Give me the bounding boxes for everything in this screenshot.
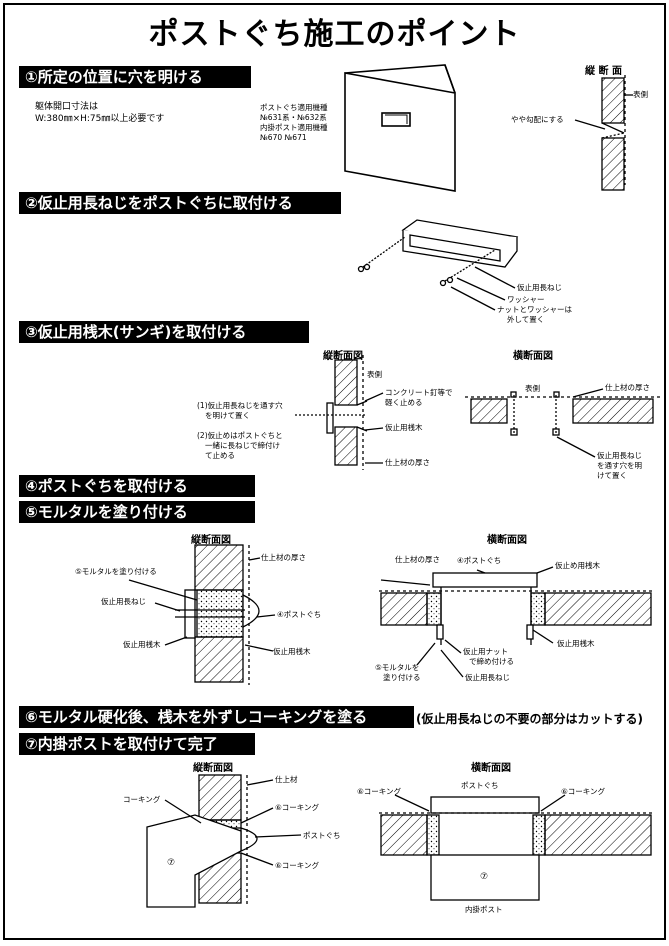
section5-batten-left-label: 仮止用桟木 (123, 640, 161, 649)
slope-label: やや勾配にする (511, 115, 564, 124)
note2-line1: (2)仮止めはポストぐちと (197, 431, 283, 440)
section3-h-batten-line3: けて置く (597, 471, 627, 480)
models-line1: ポストぐち適用機種 (260, 103, 328, 112)
step-3-bar: ③仮止用桟木(サンギ)を取付ける (19, 321, 309, 343)
section7-h-caulking-left-label: ⑥コーキング (357, 787, 401, 796)
section3-finish-label: 仕上材の厚さ (385, 458, 430, 467)
section7-vertical-figure (146, 774, 302, 908)
section7-caulking-6a-label: ⑥コーキング (275, 803, 319, 812)
models-line2: №631系・№632系 (260, 113, 327, 122)
section7-horizontal-title: 横断面図 (471, 763, 511, 774)
section3-horizontal-figure (465, 388, 660, 458)
wall-panel-figure (344, 64, 456, 192)
section1-vertical-title: 縦 断 面 (585, 66, 622, 77)
step-2-bar: ②仮止用長ねじをポストぐちに取付ける (19, 192, 341, 214)
section7-caulking-6b-label: ⑥コーキング (275, 861, 319, 870)
section5-vertical-title: 縦断面図 (191, 535, 231, 546)
note1-line1: (1)仮止用長ねじを通す穴 (197, 401, 283, 410)
models-line4: №670 №671 (260, 133, 307, 142)
bolt-label: 仮止用長ねじ (517, 283, 562, 292)
section3-h-finish-label: 仕上材の厚さ (605, 383, 650, 392)
note2-line2: 一緒に長ねじで締付け (205, 441, 280, 450)
step-4-bar: ④ポストぐちを取付ける (19, 475, 255, 497)
section5-h-batten-bottom-label: 仮止用桟木 (557, 639, 595, 648)
section3-h-outside-label: 表側 (525, 384, 540, 393)
nail-label-line1: コンクリート釘等で (385, 388, 453, 397)
section7-h-postguchi-label: ポストぐち (461, 781, 499, 790)
section5-h-nut-line1: 仮止用ナット (463, 647, 508, 656)
section5-vertical-figure (128, 544, 276, 685)
nail-label-line2: 軽く止める (385, 398, 423, 407)
section7-finish-label: 仕上材 (275, 775, 298, 784)
section5-h-mortar-line1: ⑤モルタルを (375, 663, 420, 672)
section5-h-nut-line2: で締め付ける (469, 657, 514, 666)
section7-postguchi-label: ポストぐち (303, 831, 341, 840)
section7-horizontal-figure (379, 794, 655, 901)
section7-caulking-label: コーキング (123, 795, 161, 804)
section3-vertical-figure (295, 355, 384, 470)
page-title: ポストぐち施工のポイント (148, 17, 521, 52)
opening-size-line1: 躯体開口寸法は (35, 102, 99, 112)
step-7-bar: ⑦内掛ポストを取付けて完了 (19, 733, 255, 755)
illustrations (128, 64, 660, 908)
section3-h-batten-line1: 仮止用長ねじ (597, 451, 642, 460)
section5-postguchi-label: ④ポストぐち (277, 610, 322, 619)
section7-h-post-number: ⑦ (480, 872, 489, 882)
section3-h-batten-line2: を通す穴を明 (597, 461, 642, 470)
section3-vertical-title: 縦断面図 (323, 351, 363, 362)
section5-finish-label: 仕上材の厚さ (261, 553, 306, 562)
section1-outside-label: 表側 (633, 90, 648, 99)
section5-h-bolt-label: 仮止用長ねじ (465, 673, 510, 682)
section3-horizontal-title: 横断面図 (513, 351, 553, 362)
step-1-bar: ①所定の位置に穴を明ける (19, 66, 251, 88)
note1-line2: を明けて置く (205, 411, 250, 420)
section5-bolt-label: 仮止用長ねじ (101, 597, 146, 606)
opening-size-line2: W:380㎜×H:75㎜以上必要です (35, 114, 165, 124)
section7-vertical-title: 縦断面図 (193, 763, 233, 774)
section5-mortar-label: ⑤モルタルを塗り付ける (75, 567, 157, 576)
section5-horizontal-figure (379, 566, 655, 678)
nut-washer-label-line2: 外して置く (507, 315, 545, 324)
postguchi-bolt-figure (357, 219, 519, 311)
note2-line3: て止める (205, 451, 235, 460)
section1-vertical-figure (574, 75, 633, 191)
step-6-bar: ⑥モルタル硬化後、桟木を外ずしコーキングを塗る (19, 706, 414, 728)
page: ポストぐち施工のポイント ①所定の位置に穴を明ける ②仮止用長ねじをポストぐちに… (3, 3, 666, 940)
section5-batten-right-label: 仮止用桟木 (273, 647, 311, 656)
section7-h-caulking-right-label: ⑥コーキング (561, 787, 605, 796)
models-line3: 内掛ポスト適用機種 (260, 123, 328, 132)
section5-horizontal-title: 横断面図 (487, 535, 527, 546)
section5-h-mortar-line2: 塗り付ける (383, 673, 421, 682)
section5-h-finish-label: 仕上材の厚さ (395, 555, 440, 564)
nut-washer-label-line1: ナットとワッシャーは (497, 305, 572, 314)
section5-h-postguchi-label: ④ポストぐち (457, 556, 502, 565)
section5-h-batten-top-label: 仮止め用桟木 (555, 561, 600, 570)
step-6-note: (仮止用長ねじの不要の部分はカットする) (416, 712, 643, 726)
section7-post-number: ⑦ (167, 858, 176, 868)
section3-outside-label: 表側 (367, 370, 382, 379)
section3-batten-label: 仮止用桟木 (385, 423, 423, 432)
washer-label: ワッシャー (507, 295, 545, 304)
step-5-bar: ⑤モルタルを塗り付ける (19, 501, 255, 523)
section7-h-inner-post-label: 内掛ポスト (465, 905, 503, 914)
